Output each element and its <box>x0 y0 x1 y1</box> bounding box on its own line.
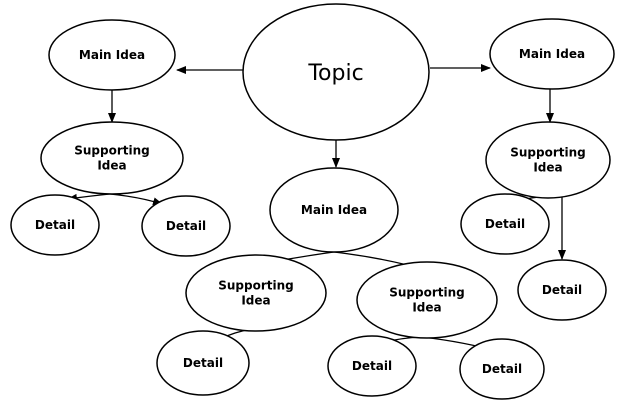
node-label: Idea <box>97 159 126 173</box>
node-label: Detail <box>35 218 75 232</box>
node-label: Main Idea <box>79 48 145 62</box>
node-label: Detail <box>352 359 392 373</box>
node-shape <box>40 121 184 195</box>
node-label: Idea <box>533 161 562 175</box>
node-label: Main Idea <box>301 203 367 217</box>
node-label: Topic <box>307 61 363 86</box>
node-shape <box>10 194 100 256</box>
node-shape <box>185 254 327 332</box>
node-shape <box>356 261 498 339</box>
node-label: Supporting <box>510 146 586 160</box>
node-detail-center-2: Detail <box>327 335 417 397</box>
node-shape <box>489 18 615 90</box>
node-detail-right-1: Detail <box>460 193 550 255</box>
node-label: Detail <box>183 356 223 370</box>
node-shape <box>517 259 607 321</box>
node-detail-left-1: Detail <box>10 194 100 256</box>
node-label: Detail <box>542 283 582 297</box>
node-shape <box>327 335 417 397</box>
node-topic: Topic <box>242 3 430 141</box>
node-label: Main Idea <box>519 47 585 61</box>
node-shape <box>269 167 399 253</box>
node-shape <box>141 195 231 257</box>
node-shape <box>156 330 250 396</box>
node-label: Supporting <box>74 144 150 158</box>
node-label: Detail <box>166 219 206 233</box>
node-main-left: Main Idea <box>48 19 176 91</box>
node-label: Idea <box>241 294 270 308</box>
node-detail-center-3: Detail <box>459 338 545 400</box>
arrow-support-left-to-detail-left-2 <box>109 193 163 206</box>
node-detail-center-1: Detail <box>156 330 250 396</box>
node-shape <box>460 193 550 255</box>
node-shape <box>48 19 176 91</box>
node-label: Detail <box>482 362 522 376</box>
node-main-right: Main Idea <box>489 18 615 90</box>
node-shape <box>485 121 611 199</box>
node-label: Supporting <box>389 286 465 300</box>
node-detail-left-2: Detail <box>141 195 231 257</box>
node-shape <box>242 3 430 141</box>
node-label: Detail <box>485 217 525 231</box>
node-main-center: Main Idea <box>269 167 399 253</box>
node-shape <box>459 338 545 400</box>
node-label: Supporting <box>218 279 294 293</box>
node-detail-right-2: Detail <box>517 259 607 321</box>
node-label: Idea <box>412 301 441 315</box>
